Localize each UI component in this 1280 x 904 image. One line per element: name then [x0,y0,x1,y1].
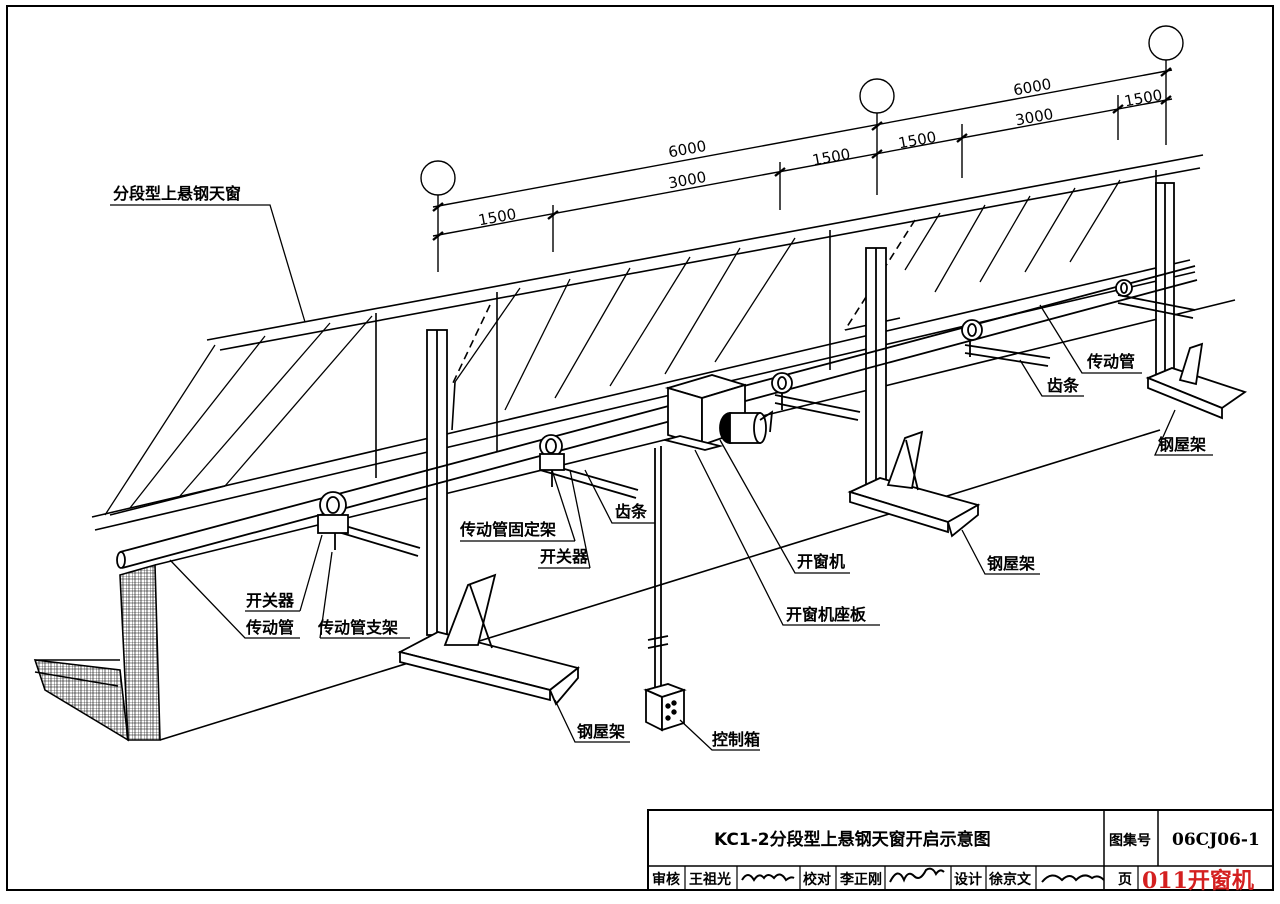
dimension-texts: 6000 6000 3000 3000 1500 1500 1500 1500 [477,75,1164,230]
label-drive-pipe-right: 传动管 [1086,352,1135,371]
review-label: 审核 [652,871,680,888]
checker-name: 李正刚 [839,871,882,888]
grid-circle-3 [1148,25,1184,61]
reviewer-signature [741,873,795,882]
dim-1500-c: 1500 [897,128,938,153]
drive-pipe-assembly [116,265,1198,569]
label-switch-left: 开关器 [246,591,295,610]
label-window-opener: 开窗机 [797,552,845,571]
label-pipe-support: 传动管支架 [317,618,398,637]
reviewer-name: 王祖光 [689,871,731,888]
skylight-frame [91,154,1204,531]
designer-name: 徐京文 [988,871,1032,888]
dim-1500-b: 1500 [811,145,852,170]
dim-1500-a: 1500 [477,205,518,230]
grid-circle-1 [420,160,456,196]
dim-3000-left: 3000 [667,168,708,193]
watermark-text: 011开窗机 [1142,868,1254,894]
check-label: 校对 [803,871,831,888]
atlas-number: 06CJ06-1 [1172,830,1260,850]
control-box [643,683,687,732]
designer-signature [1041,874,1105,883]
checker-signature [889,867,945,883]
label-steel-truss-left: 钢屋架 [577,722,625,741]
label-switch-mid: 开关器 [540,547,589,566]
dim-3000-right: 3000 [1014,105,1055,130]
label-opener-base-plate: 开窗机座板 [786,605,867,624]
title-block [647,809,1274,891]
drawing-title: KC1-2分段型上悬钢天窗开启示意图 [714,829,991,850]
design-label: 设计 [954,871,982,888]
label-pipe-fixing-bracket: 传动管固定架 [459,520,556,539]
label-steel-truss-right: 钢屋架 [1158,435,1206,454]
sheet-border [6,5,1274,891]
dimension-lines [420,25,1184,272]
label-rack-mid: 齿条 [615,502,648,521]
atlas-label: 图集号 [1109,832,1151,849]
grid-circle-2 [859,78,895,114]
page-label: 页 [1118,872,1132,888]
label-skylight: 分段型上悬钢天窗 [113,184,241,203]
dim-6000-right: 6000 [1012,75,1053,100]
leader-lines [110,204,1213,751]
truss-posts [426,182,1175,636]
signatures [741,867,1105,883]
label-steel-truss-mid: 钢屋架 [987,554,1035,573]
steel-truss-bases [397,342,1247,706]
label-drive-pipe-left: 传动管 [245,618,294,637]
label-control-box: 控制箱 [712,730,760,749]
dim-1500-d: 1500 [1123,86,1164,111]
title-block-texts: KC1-2分段型上悬钢天窗开启示意图 图集号 06CJ06-1 审核 王祖光 校… [652,829,1260,894]
label-rack-right: 齿条 [1047,376,1080,395]
part-labels: 分段型上悬钢天窗 传动管 齿条 钢屋架 齿条 传动管固定架 开关器 开窗机 钢屋… [113,184,1206,749]
window-opener-unit [647,374,774,690]
